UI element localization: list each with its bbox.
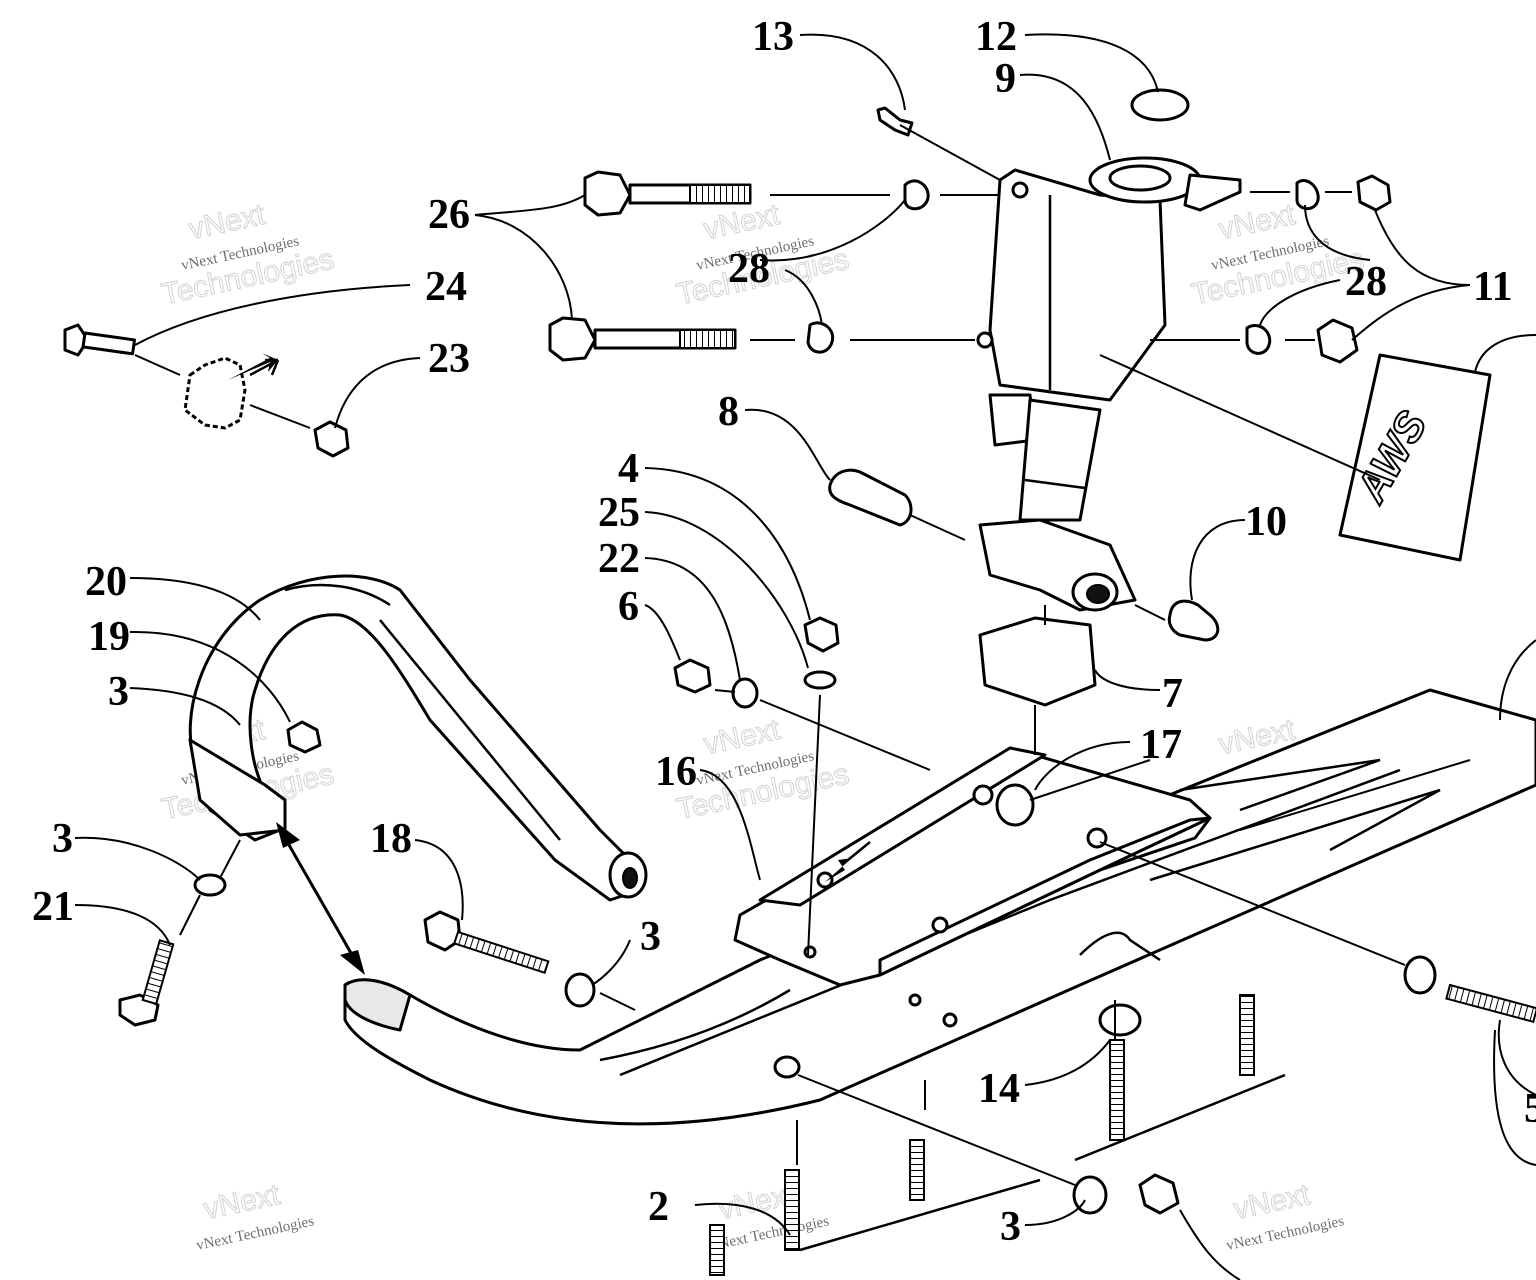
callout-label: 4 bbox=[618, 446, 639, 492]
bolt-26-upper bbox=[583, 170, 752, 217]
small-hardware bbox=[183, 88, 1437, 1215]
watermark-brand: vNext bbox=[701, 713, 784, 761]
callout-label: 19 bbox=[88, 614, 130, 660]
callout-label: 23 bbox=[428, 336, 470, 382]
callout-label: 17 bbox=[1140, 722, 1182, 768]
bolt-18 bbox=[423, 910, 550, 975]
callout-label: 5 bbox=[1524, 1086, 1536, 1132]
callout-label: 9 bbox=[995, 56, 1016, 102]
callout-label: 22 bbox=[598, 536, 640, 582]
bolt-26-lower bbox=[548, 316, 737, 362]
callout-label: 3 bbox=[1000, 1204, 1021, 1250]
callout-label: 3 bbox=[108, 669, 129, 715]
watermark-brand: vNext bbox=[701, 198, 784, 246]
watermark-brand: vNext bbox=[201, 1178, 284, 1226]
callout-label: 28 bbox=[728, 246, 770, 292]
callout-label: 8 bbox=[718, 389, 739, 435]
callout-label: 26 bbox=[428, 192, 470, 238]
callout-label: 2 bbox=[648, 1184, 669, 1230]
callout-leaders bbox=[74, 33, 1536, 1280]
callout-label: 6 bbox=[618, 584, 639, 630]
callout-label: 11 bbox=[1473, 264, 1513, 310]
assembly-lines bbox=[134, 124, 1406, 1186]
bolt-right-partial bbox=[1445, 983, 1536, 1024]
bolt-24 bbox=[63, 323, 137, 357]
callout-label: 20 bbox=[85, 559, 127, 605]
bolt-21 bbox=[118, 939, 175, 1027]
indicator-arrows bbox=[228, 353, 871, 975]
callout-label: 24 bbox=[425, 264, 467, 310]
callout-label: 14 bbox=[978, 1066, 1020, 1112]
shock-absorber: AWS bbox=[976, 156, 1492, 612]
callout-labels: 13 12 9 26 28 28 11 24 23 8 4 25 22 6 10… bbox=[32, 14, 1536, 1250]
callout-label: 18 bbox=[370, 816, 412, 862]
callout-label: 28 bbox=[1345, 259, 1387, 305]
callout-label: 7 bbox=[1162, 671, 1183, 717]
watermark-brand: vNext bbox=[186, 198, 269, 246]
callout-label: 16 bbox=[655, 749, 697, 795]
watermark-brand: vNext bbox=[1231, 1178, 1314, 1226]
aws-decal: AWS bbox=[1338, 353, 1492, 562]
callout-label: 21 bbox=[32, 884, 74, 930]
callout-label: 13 bbox=[752, 14, 794, 60]
callout-label: 12 bbox=[975, 14, 1017, 60]
callout-label: 3 bbox=[52, 816, 73, 862]
ski-spindle bbox=[188, 574, 648, 902]
ski-saddle bbox=[733, 746, 1212, 987]
callout-label: 3 bbox=[640, 914, 661, 960]
callout-label: 10 bbox=[1245, 499, 1287, 545]
wear-bar bbox=[709, 994, 1286, 1276]
callout-label: 25 bbox=[598, 490, 640, 536]
watermark-brand: vNext bbox=[1216, 198, 1299, 246]
